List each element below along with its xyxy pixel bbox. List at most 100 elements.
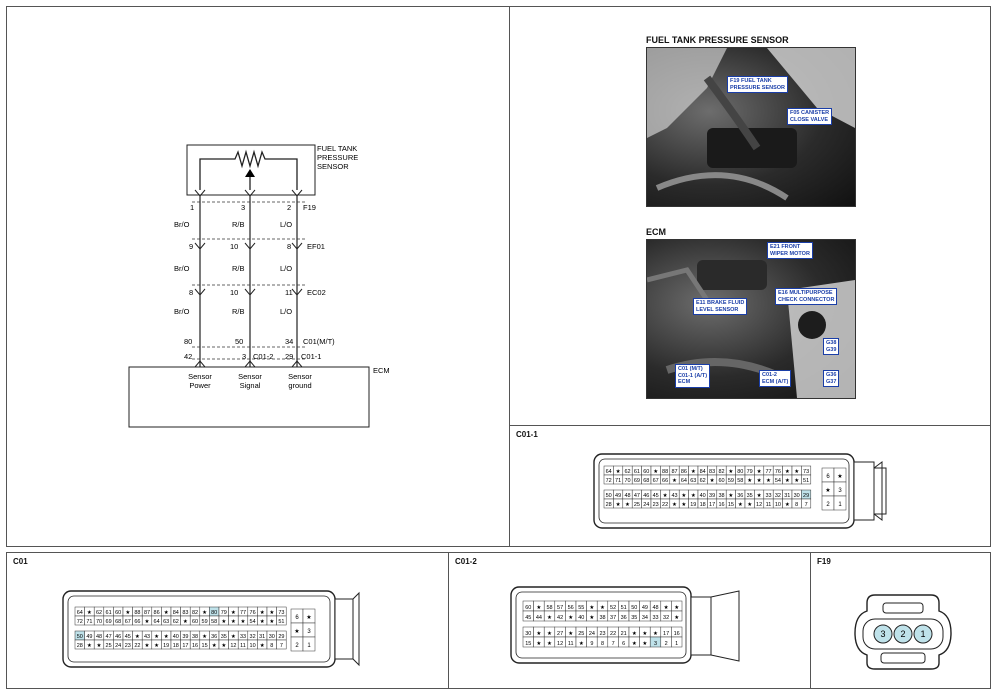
pin-number: ★: [616, 469, 621, 475]
pin-number: 66: [662, 478, 668, 484]
pin-number: 23: [653, 502, 659, 508]
pin-number: ★: [260, 610, 265, 616]
pin-number: 3: [654, 641, 657, 647]
pin-number: 51: [621, 605, 627, 611]
ecm-photo: E21 FRONT WIPER MOTOR E16 MULTIPURPOSE C…: [646, 239, 856, 399]
pin-number: 6: [826, 474, 830, 480]
pin-f19-3: 3: [241, 203, 245, 212]
pin-number: 61: [634, 469, 640, 475]
pin-number: 7: [805, 502, 808, 508]
f19-pin-1: [913, 624, 933, 644]
pin-number: 60: [525, 605, 531, 611]
pin-number: 68: [643, 478, 649, 484]
pin-number: 2: [665, 641, 668, 647]
pin-number: ★: [747, 478, 752, 484]
pin-number: ★: [547, 615, 552, 621]
sensor-label-1: FUEL TANK: [317, 144, 357, 153]
pin-number: 36: [737, 493, 743, 499]
pin-number: 60: [115, 610, 121, 616]
pin-number: 50: [77, 634, 83, 640]
pin-number: ★: [547, 631, 552, 637]
pin-number: ★: [747, 502, 752, 508]
pin-number: 47: [634, 493, 640, 499]
pin-number: ★: [691, 469, 696, 475]
pin-number: 29: [803, 493, 809, 499]
wire-color-1a: Br/O: [174, 220, 190, 229]
pin-number: 24: [643, 502, 649, 508]
pin-number: 79: [747, 469, 753, 475]
f19-pin-2: [893, 624, 913, 644]
pin-number: 33: [240, 634, 246, 640]
pin-number: ★: [568, 631, 573, 637]
pin-number: 22: [610, 631, 616, 637]
ecm-term-ground-2: ground: [288, 381, 311, 390]
pin-number: 24: [589, 631, 595, 637]
wires: [199, 196, 298, 367]
pin-number: 2: [826, 502, 830, 508]
pin-number: ★: [547, 641, 552, 647]
pin-number: 7: [280, 643, 283, 649]
pin-number: ★: [241, 619, 246, 625]
pin-number: 8: [601, 641, 604, 647]
pin-number: ★: [269, 610, 274, 616]
pin-ec02-c: 11: [285, 288, 293, 297]
pin-number: 36: [621, 615, 627, 621]
pin-cell: [276, 615, 287, 626]
pin-number: 23: [599, 631, 605, 637]
pin-number: ★: [536, 641, 541, 647]
pin-number: 7: [612, 641, 615, 647]
pin-number: ★: [757, 493, 762, 499]
pin-number: 18: [173, 643, 179, 649]
pin-cell: [276, 639, 287, 650]
pin-number: ★: [145, 619, 150, 625]
ecm-callout-c012: C01-2 ECM (A/T): [759, 370, 792, 387]
pin-number: ★: [766, 478, 771, 484]
pin-number: 35: [631, 615, 637, 621]
pin-number: ★: [738, 502, 743, 508]
fuel-tank-photo: F19 FUEL TANK PRESSURE SENSOR F05 CANIST…: [646, 47, 856, 207]
pin-number: ★: [221, 643, 226, 649]
pin-number: ★: [728, 493, 733, 499]
pin-number: ★: [164, 634, 169, 640]
pin-number: 33: [652, 615, 658, 621]
pin-number: 33: [765, 493, 771, 499]
f19-title: F19: [817, 557, 831, 566]
pin-number: 6: [295, 615, 299, 621]
pin-number: 60: [643, 469, 649, 475]
pin-number: ★: [589, 605, 594, 611]
pin-number: 66: [134, 619, 140, 625]
pin-number: ★: [785, 502, 790, 508]
pin-number: ★: [221, 619, 226, 625]
f19-pin-3: [873, 624, 893, 644]
pin-number: 80: [211, 610, 217, 616]
pin-number: ★: [757, 469, 762, 475]
f19-pin-1-label: 1: [920, 629, 925, 639]
schematic-panel: FUEL TANK PRESSURE SENSOR: [6, 6, 510, 547]
pin-number: 25: [634, 502, 640, 508]
pin-number: 64: [154, 619, 160, 625]
pin-number: ★: [231, 610, 236, 616]
pin-number: 34: [642, 615, 648, 621]
pin-number: 28: [606, 502, 612, 508]
pin-c01mt-b: 50: [235, 337, 243, 346]
pin-number: 1: [838, 502, 842, 508]
pin-cell: [302, 636, 316, 652]
pin-number: 11: [766, 502, 772, 508]
pin-number: ★: [794, 469, 799, 475]
ecm-label: ECM: [373, 366, 390, 375]
pin-number: 8: [270, 643, 273, 649]
pin-number: ★: [653, 631, 658, 637]
pin-number: 17: [182, 643, 188, 649]
pin-number: ★: [231, 619, 236, 625]
pin-number: 19: [690, 502, 696, 508]
pin-number: 29: [278, 634, 284, 640]
pin-number: 9: [590, 641, 593, 647]
resistor-symbol: [199, 149, 298, 190]
pin-number: 15: [202, 643, 208, 649]
wire-color-1c: L/O: [280, 220, 292, 229]
pin-number: 48: [96, 634, 102, 640]
pin-number: ★: [87, 643, 92, 649]
pin-number: ★: [710, 478, 715, 484]
